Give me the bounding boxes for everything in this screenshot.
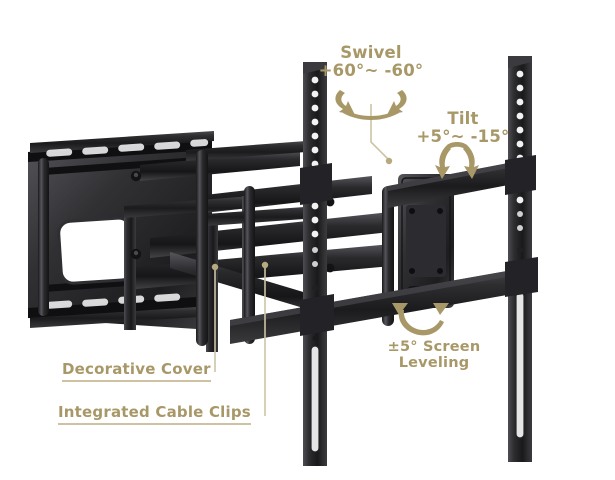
annotation-swivel-title: Swivel [340, 43, 402, 62]
tv-mounting-rail-left [303, 62, 327, 466]
annotation-swivel-value: +60°~ -60° [318, 61, 424, 81]
annotation-decorative-cover: Decorative Cover [62, 361, 211, 382]
annotation-leveling-line2: Leveling [398, 355, 470, 372]
rail-brackets [300, 155, 538, 336]
annotation-tilt-title: Tilt [447, 109, 479, 128]
annotation-screen-leveling: ±5° Screen Leveling [372, 339, 496, 371]
leveling-arrow-icon [392, 303, 449, 336]
wall-plate [28, 131, 214, 330]
annotation-tilt: Tilt +5°~ -15° [404, 109, 522, 147]
annotation-tilt-value: +5°~ -15° [416, 127, 510, 147]
rotation-arrow-icon [335, 90, 407, 120]
annotation-leveling-line1: ±5° Screen [387, 339, 481, 355]
annotation-swivel: Swivel +60°~ -60° [316, 43, 426, 81]
tilt-arrow-icon [435, 142, 479, 179]
leader-dots [211, 157, 393, 271]
annotation-integrated-cable-clips: Integrated Cable Clips [58, 404, 251, 425]
